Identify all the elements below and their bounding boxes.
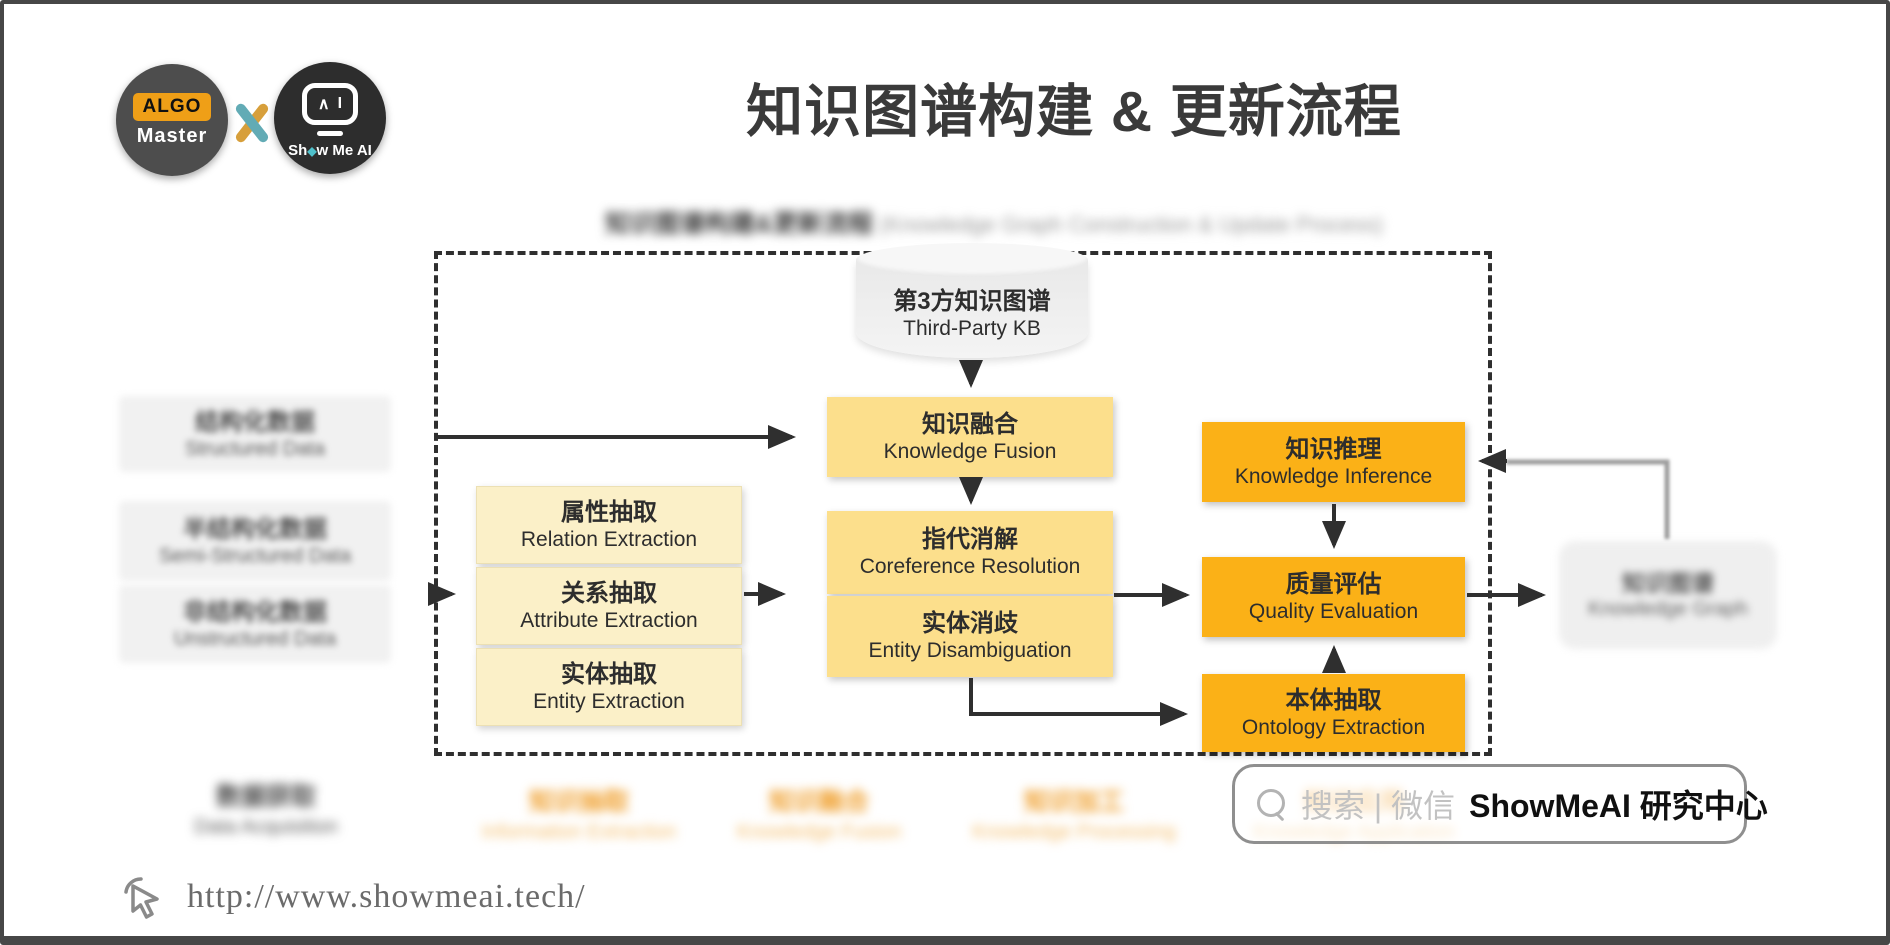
node-coreference-resolution: 指代消解 Coreference Resolution	[827, 511, 1113, 594]
third-party-kb-en: Third-Party KB	[903, 316, 1041, 340]
logo-x-separator	[233, 100, 271, 146]
showmeai-logo-label: Sh◆w Me AI	[288, 142, 372, 159]
robot-mouth-icon	[317, 131, 343, 136]
stage-label-data-acquisition: 数据获取 Data Acquisition	[194, 783, 338, 838]
stage-label-knowledge-processing: 知识加工 Knowledge Processing	[972, 788, 1176, 843]
node-unstructured-data: 非结构化数据 Unstructured Data	[119, 585, 391, 663]
stage-label-knowledge-fusion: 知识融合 Knowledge Fusion	[736, 788, 902, 843]
algo-badge: ALGO	[132, 92, 212, 121]
node-attribute-extraction: 关系抽取 Attribute Extraction	[476, 567, 742, 645]
diagram-heading-blurred: 知识图谱构建&更新流程 (Knowledge Graph Constructio…	[605, 210, 1383, 238]
node-ontology-extraction: 本体抽取 Ontology Extraction	[1202, 674, 1465, 752]
node-quality-evaluation: 质量评估 Quality Evaluation	[1202, 557, 1465, 637]
node-entity-extraction: 实体抽取 Entity Extraction	[476, 648, 742, 726]
diamond-eye-icon: ◆	[307, 144, 317, 158]
cursor-click-icon	[124, 877, 159, 919]
stage-label-information-extraction: 知识抽取 Information Extraction	[481, 788, 677, 843]
third-party-kb-zh: 第3方知识图谱	[893, 287, 1051, 315]
algo-master-label: Master	[136, 124, 208, 147]
algo-master-logo: ALGO Master	[116, 64, 228, 176]
website-url: http://www.showmeai.tech/	[187, 878, 586, 915]
node-semi-structured-data: 半结构化数据 Semi-Structured Data	[119, 501, 391, 581]
node-knowledge-inference: 知识推理 Knowledge Inference	[1202, 422, 1465, 502]
node-structured-data: 结构化数据 Structured Data	[119, 396, 391, 472]
node-knowledge-fusion: 知识融合 Knowledge Fusion	[827, 397, 1113, 477]
website-row: http://www.showmeai.tech/	[119, 872, 586, 922]
showmeai-logo: ∧I Sh◆w Me AI	[274, 62, 386, 174]
search-account-name: ShowMeAI 研究中心	[1469, 788, 1768, 824]
feedback-elbow	[1506, 459, 1670, 539]
third-party-kb-cylinder: 第3方知识图谱 Third-Party KB	[856, 243, 1088, 358]
wechat-search-badge: 搜索 | 微信 ShowMeAI 研究中心	[1232, 764, 1768, 844]
search-placeholder: 搜索 | 微信	[1301, 788, 1456, 824]
node-knowledge-graph: 知识图谱 Knowledge Graph	[1559, 541, 1777, 649]
search-icon	[1257, 789, 1287, 819]
robot-face-icon: ∧I	[302, 83, 358, 125]
node-relation-extraction: 属性抽取 Relation Extraction	[476, 486, 742, 564]
page-title: 知识图谱构建 & 更新流程	[746, 80, 1402, 144]
node-entity-disambiguation: 实体消歧 Entity Disambiguation	[827, 596, 1113, 677]
